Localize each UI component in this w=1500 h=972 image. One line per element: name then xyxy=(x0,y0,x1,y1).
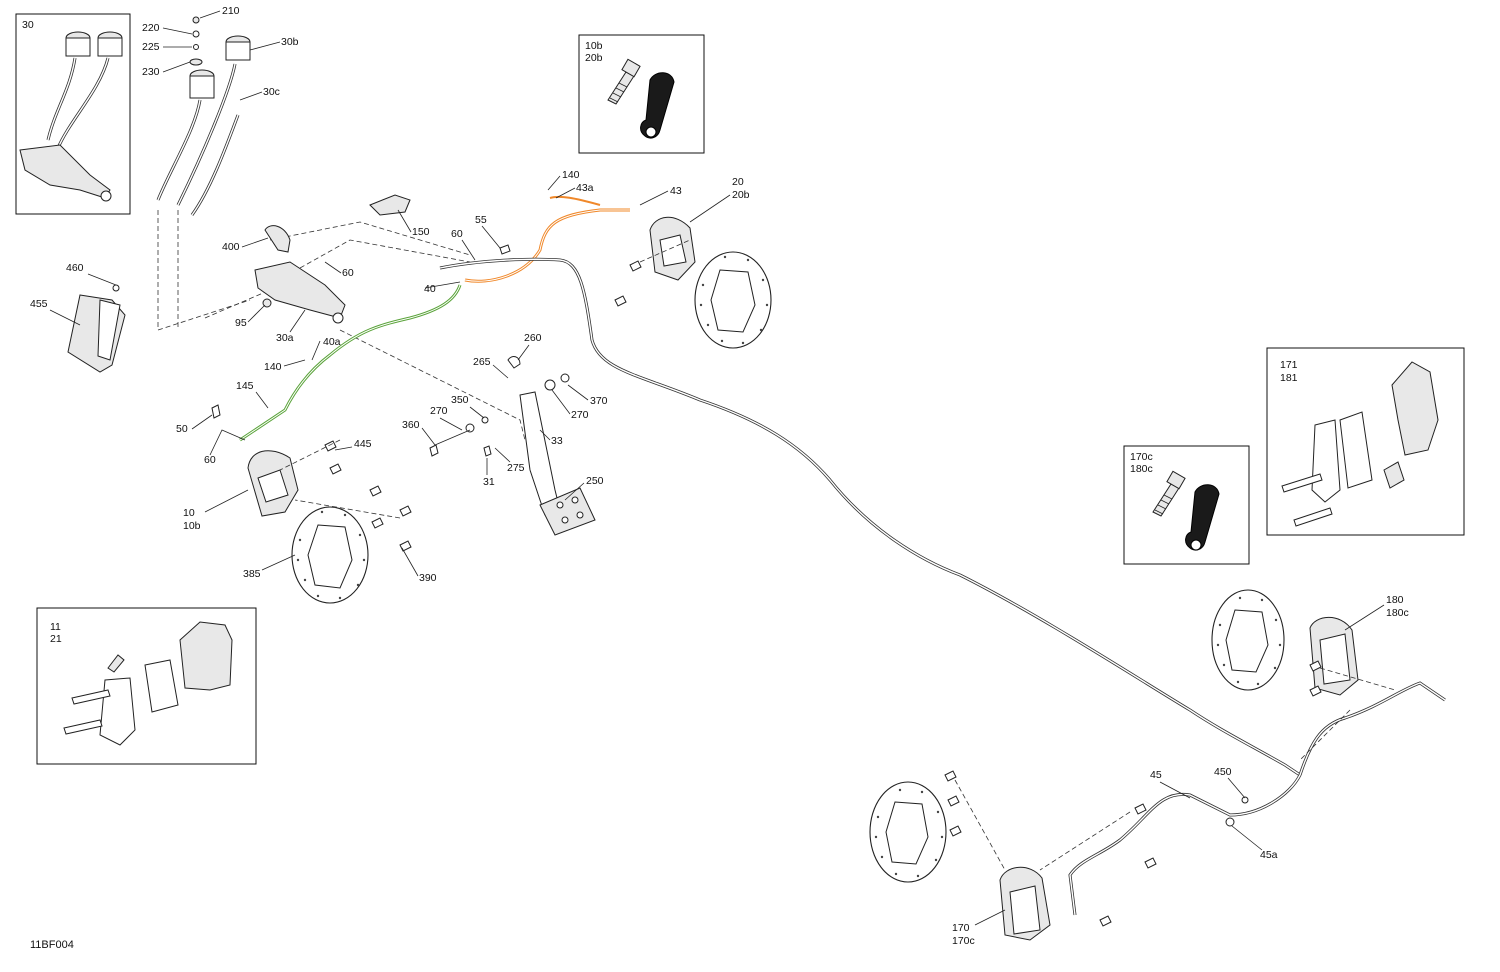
callout: 60 xyxy=(451,228,463,240)
inset-label: 170c xyxy=(1130,451,1153,463)
callout: 20 xyxy=(732,176,744,188)
rotor-front-right xyxy=(694,251,772,349)
callout: 400 xyxy=(222,241,240,253)
rotor-front-left-385 xyxy=(291,506,369,604)
rear-brake-line-43 xyxy=(464,195,630,283)
callout: 145 xyxy=(236,380,254,392)
banjo-400 xyxy=(264,225,291,253)
rotor-rear-lower xyxy=(869,781,947,883)
bolts xyxy=(211,244,1322,927)
reservoir-hoses xyxy=(156,63,240,216)
callout: 225 xyxy=(142,41,160,53)
callout: 20b xyxy=(732,189,750,201)
inset-label: 10b xyxy=(585,40,603,52)
callout: 390 xyxy=(419,572,437,584)
callout: 60 xyxy=(204,454,216,466)
callout: 43a xyxy=(576,182,594,194)
inset-rear-bleeder: 170c 180c xyxy=(1123,445,1250,565)
callout: 43 xyxy=(670,185,682,197)
inset-label: 11 xyxy=(50,621,61,633)
callout: 45a xyxy=(1260,849,1278,861)
callout: 385 xyxy=(243,568,261,580)
diagram-code: 11BF004 xyxy=(30,939,74,951)
callout: 40 xyxy=(424,283,436,295)
rotor-rear-upper xyxy=(1211,589,1285,691)
callout: 460 xyxy=(66,262,84,274)
callout: 95 xyxy=(235,317,247,329)
inset-label: 180c xyxy=(1130,463,1153,475)
inset-rear-pads: 171 181 xyxy=(1266,347,1465,536)
small-hardware-stack xyxy=(189,16,203,66)
callout: 370 xyxy=(590,395,608,407)
inset-label: 20b xyxy=(585,52,603,64)
callout: 275 xyxy=(507,462,525,474)
callout-labels: 210 220 225 230 30b 30c 150 400 60 55 60… xyxy=(30,5,1409,947)
callout: 180c xyxy=(1386,607,1409,619)
front-caliper-right-20 xyxy=(649,216,696,281)
callout: 10 xyxy=(183,507,195,519)
callout: 150 xyxy=(412,226,430,238)
callout: 455 xyxy=(30,298,48,310)
callout-leaders xyxy=(49,10,1385,926)
callout: 450 xyxy=(1214,766,1232,778)
callout: 45 xyxy=(1150,769,1162,781)
reservoir-front xyxy=(189,69,215,99)
callout: 55 xyxy=(475,214,487,226)
front-caliper-left-10 xyxy=(247,450,299,517)
brake-pedal-250 xyxy=(434,356,596,536)
callout: 50 xyxy=(176,423,188,435)
callout: 350 xyxy=(451,394,469,406)
rear-caliper-upper-180 xyxy=(1309,616,1359,696)
guard-455 xyxy=(67,284,126,373)
callout: 445 xyxy=(354,438,372,450)
callout: 30b xyxy=(281,36,299,48)
inset-label: 30 xyxy=(22,19,34,31)
main-rear-brake-line-45 xyxy=(439,257,1446,916)
callout: 230 xyxy=(142,66,160,78)
inset-label: 181 xyxy=(1280,372,1298,384)
front-brake-line-40 xyxy=(239,284,462,442)
callout: 30a xyxy=(276,332,294,344)
callout: 360 xyxy=(402,419,420,431)
callout: 10b xyxy=(183,520,201,532)
callout: 260 xyxy=(524,332,542,344)
inset-front-bleeder: 10b 20b xyxy=(578,34,705,154)
callout: 30c xyxy=(263,86,280,98)
callout: 170c xyxy=(952,935,975,947)
callout: 60 xyxy=(342,267,354,279)
inset-label: 171 xyxy=(1280,359,1298,371)
inset-label: 21 xyxy=(50,633,62,645)
callout: 170 xyxy=(952,922,970,934)
callout: 140 xyxy=(562,169,580,181)
callout: 180 xyxy=(1386,594,1404,606)
callout: 31 xyxy=(483,476,495,488)
callout: 140 xyxy=(264,361,282,373)
rear-caliper-lower-170 xyxy=(999,866,1051,941)
inset-master-cylinder-assembly: 30 xyxy=(15,13,131,215)
callout: 265 xyxy=(473,356,491,368)
master-cylinder xyxy=(254,261,346,324)
inset-front-pads: 11 21 xyxy=(36,607,257,765)
callout: 220 xyxy=(142,22,160,34)
callout: 270 xyxy=(571,409,589,421)
callout: 250 xyxy=(586,475,604,487)
callout: 270 xyxy=(430,405,448,417)
brake-switch-150 xyxy=(369,194,411,216)
callout: 33 xyxy=(551,435,563,447)
reservoir-rear xyxy=(225,35,251,61)
callout: 210 xyxy=(222,5,240,17)
callout: 40a xyxy=(323,336,341,348)
